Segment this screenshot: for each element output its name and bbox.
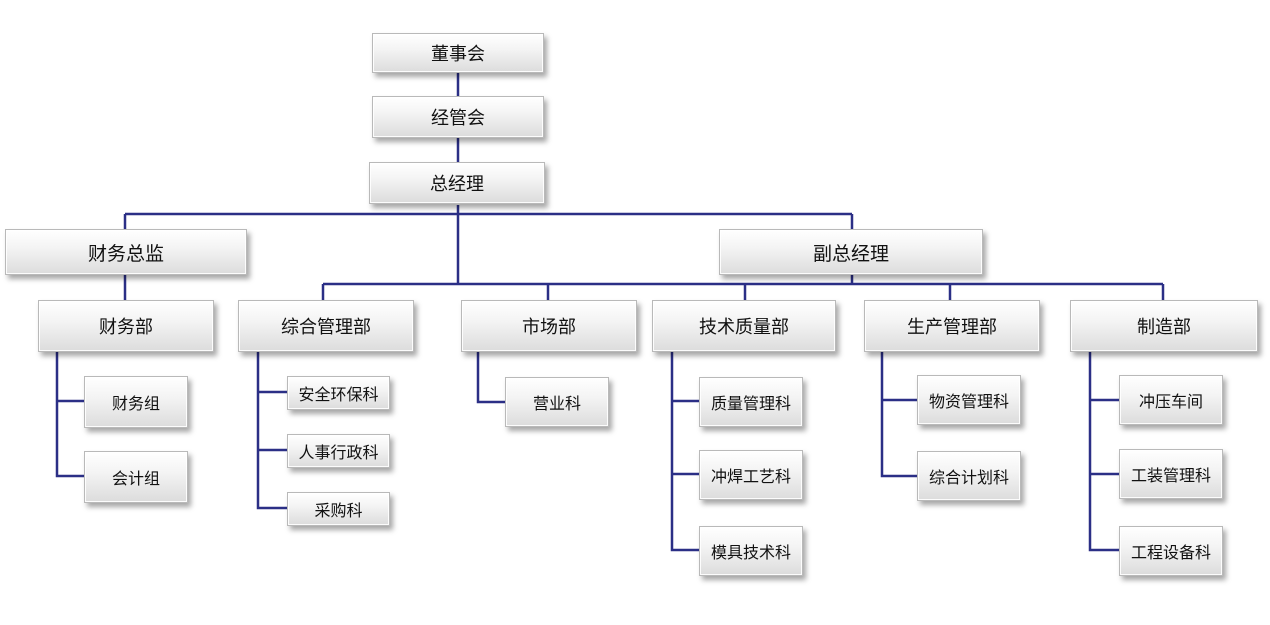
- connector-finance-units: [55, 352, 84, 478]
- unit-engineering-equipment: 工程设备科: [1119, 526, 1223, 576]
- general-manager-box: 总经理: [369, 162, 545, 204]
- unit-safety-environment: 安全环保科: [287, 376, 390, 410]
- connector-tech-units: [670, 352, 699, 552]
- connector-admin-units: [256, 352, 287, 510]
- connector-market-units: [476, 352, 505, 404]
- unit-stamping-welding-process: 冲焊工艺科: [699, 450, 803, 500]
- department-manufacturing: 制造部: [1070, 300, 1258, 352]
- unit-materials-management: 物资管理科: [917, 375, 1021, 425]
- unit-stamping-workshop: 冲压车间: [1119, 375, 1223, 425]
- connector-manufacturing-units: [1088, 352, 1119, 552]
- department-finance: 财务部: [38, 300, 214, 352]
- unit-accounting-group: 会计组: [84, 451, 188, 503]
- deputy-general-manager-box: 副总经理: [719, 229, 983, 275]
- connector-production-units: [880, 352, 917, 478]
- unit-hr-admin: 人事行政科: [287, 434, 390, 468]
- department-tech-quality: 技术质量部: [652, 300, 836, 352]
- department-admin: 综合管理部: [238, 300, 414, 352]
- unit-comprehensive-planning: 综合计划科: [917, 451, 1021, 501]
- department-market: 市场部: [461, 300, 637, 352]
- department-production: 生产管理部: [864, 300, 1040, 352]
- unit-finance-group: 财务组: [84, 376, 188, 428]
- board-box: 董事会: [372, 33, 544, 73]
- unit-quality-management: 质量管理科: [699, 377, 803, 427]
- unit-sales: 营业科: [505, 377, 609, 427]
- finance-director-box: 财务总监: [5, 229, 247, 275]
- management-committee-box: 经管会: [372, 96, 544, 138]
- unit-tooling-management: 工装管理科: [1119, 449, 1223, 499]
- unit-mold-technology: 模具技术科: [699, 526, 803, 576]
- unit-purchasing: 采购科: [287, 492, 390, 526]
